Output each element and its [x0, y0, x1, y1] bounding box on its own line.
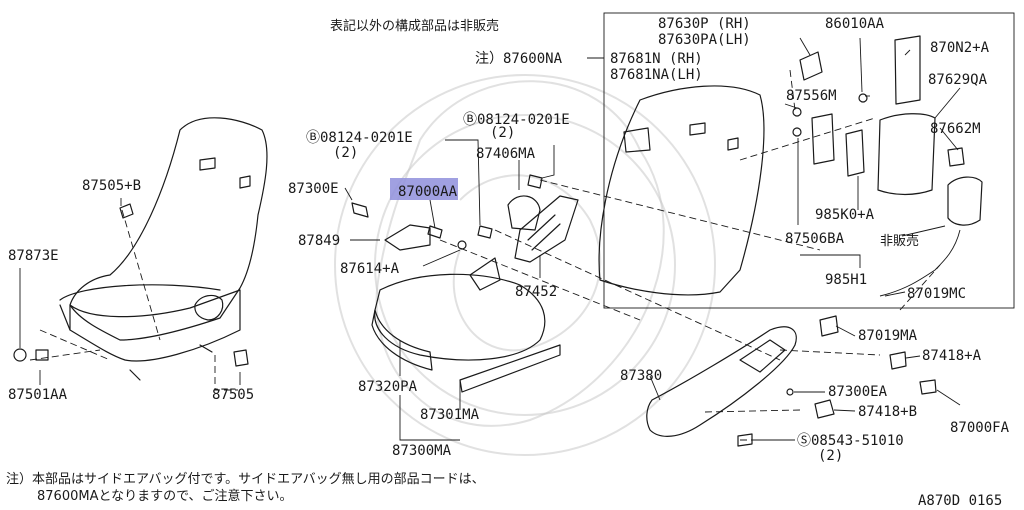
part-label-87320pa[interactable]: 87320PA: [358, 379, 418, 395]
part-label-87418a[interactable]: 87418+A: [922, 348, 982, 364]
seatback-right: [598, 35, 983, 297]
part-label-86010aa[interactable]: 86010AA: [825, 16, 885, 32]
part-label-bolt-08124-left-qty: (2): [333, 145, 358, 161]
part-label-bolt-08543[interactable]: Ⓢ08543-51010: [797, 433, 904, 449]
part-label-87300e[interactable]: 87300E: [288, 181, 339, 197]
part-label-bolt-08124-left[interactable]: Ⓑ08124-0201E: [306, 130, 413, 146]
part-label-87418b[interactable]: 87418+B: [858, 404, 917, 420]
part-label-87681n[interactable]: 87681N (RH): [610, 51, 703, 67]
seat-cushion-center: [371, 195, 579, 393]
part-label-87300ea[interactable]: 87300EA: [828, 384, 888, 400]
part-label-87505[interactable]: 87505: [212, 387, 254, 403]
part-label-87629qa[interactable]: 87629QA: [928, 72, 988, 88]
part-label-87406ma[interactable]: 87406MA: [476, 146, 536, 162]
footnote-line-2: 87600MAとなりますので、ご注意下さい。: [37, 488, 293, 504]
part-label-87505b[interactable]: 87505+B: [82, 178, 141, 194]
header-note: 表記以外の構成部品は非販売: [330, 18, 499, 34]
part-label-985k0a[interactable]: 985K0+A: [815, 207, 875, 223]
part-label-985h1[interactable]: 985H1: [825, 272, 867, 288]
diagram-code: A870D 0165: [918, 493, 1002, 509]
part-label-87630p[interactable]: 87630P (RH): [658, 16, 751, 32]
part-label-87681na[interactable]: 87681NA(LH): [610, 67, 703, 83]
part-label-87300ma[interactable]: 87300MA: [392, 443, 452, 459]
part-label-87506ba[interactable]: 87506BA: [785, 231, 845, 247]
part-label-87614a[interactable]: 87614+A: [340, 261, 400, 277]
part-label-87301ma[interactable]: 87301MA: [420, 407, 480, 423]
part-label-87380[interactable]: 87380: [620, 368, 662, 384]
part-label-870n2a[interactable]: 870N2+A: [930, 40, 990, 56]
part-label-87019ma[interactable]: 87019MA: [858, 328, 918, 344]
part-label-87000aa[interactable]: 87000AA: [398, 184, 458, 200]
part-label-87600na[interactable]: 注）87600NA: [475, 51, 563, 67]
part-label-87501aa[interactable]: 87501AA: [8, 387, 68, 403]
not-for-sale-label: 非販売: [880, 233, 919, 249]
part-label-87630pa[interactable]: 87630PA(LH): [658, 32, 751, 48]
part-label-87662m[interactable]: 87662M: [930, 121, 981, 137]
part-label-87873e[interactable]: 87873E: [8, 248, 59, 264]
part-label-bolt-08543-qty: (2): [818, 448, 843, 464]
leader-lines: [19, 37, 961, 441]
part-label-bolt-08124-right-qty: (2): [490, 125, 515, 141]
part-label-87019mc[interactable]: 87019MC: [907, 286, 966, 302]
footnote-line-1: 注）本部品はサイドエアバッグ付です。サイドエアバッグ無し用の部品コードは、: [6, 472, 485, 487]
part-label-87452[interactable]: 87452: [515, 284, 557, 300]
watermark-emblem: [334, 74, 716, 456]
seat-assembly-left: [59, 117, 268, 381]
selected-part-highlight: [390, 178, 458, 200]
part-label-87849[interactable]: 87849: [298, 233, 340, 249]
part-label-87000fa[interactable]: 87000FA: [950, 420, 1010, 436]
part-label-bolt-08124-right[interactable]: Ⓑ08124-0201E: [463, 112, 570, 128]
seatback-group-box: [603, 12, 1015, 309]
part-label-87556m[interactable]: 87556M: [786, 88, 837, 104]
